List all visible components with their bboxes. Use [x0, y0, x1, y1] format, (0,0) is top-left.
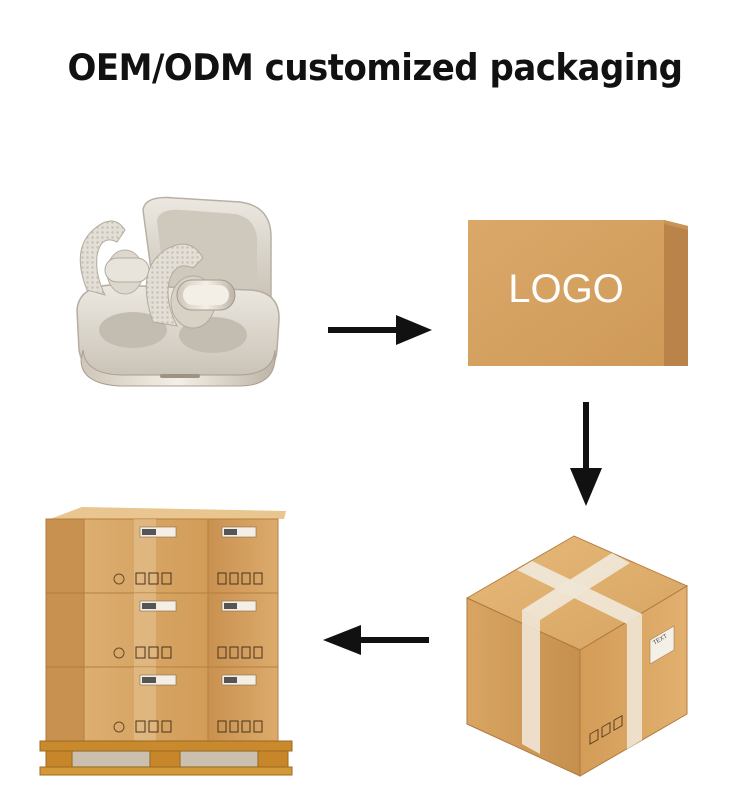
arrow-left-icon — [323, 625, 429, 655]
arrow-right-icon — [328, 315, 432, 345]
page-title: OEM/ODM customized packaging — [67, 46, 683, 90]
pallet-stack-icon — [39, 507, 293, 776]
retail-box-icon: LOGO — [468, 220, 688, 366]
retail-box-logo-text: LOGO — [508, 267, 624, 311]
shipping-carton-icon: TEXT — [465, 535, 689, 777]
earbuds-case-icon — [76, 196, 280, 387]
arrow-down-icon — [570, 402, 602, 506]
